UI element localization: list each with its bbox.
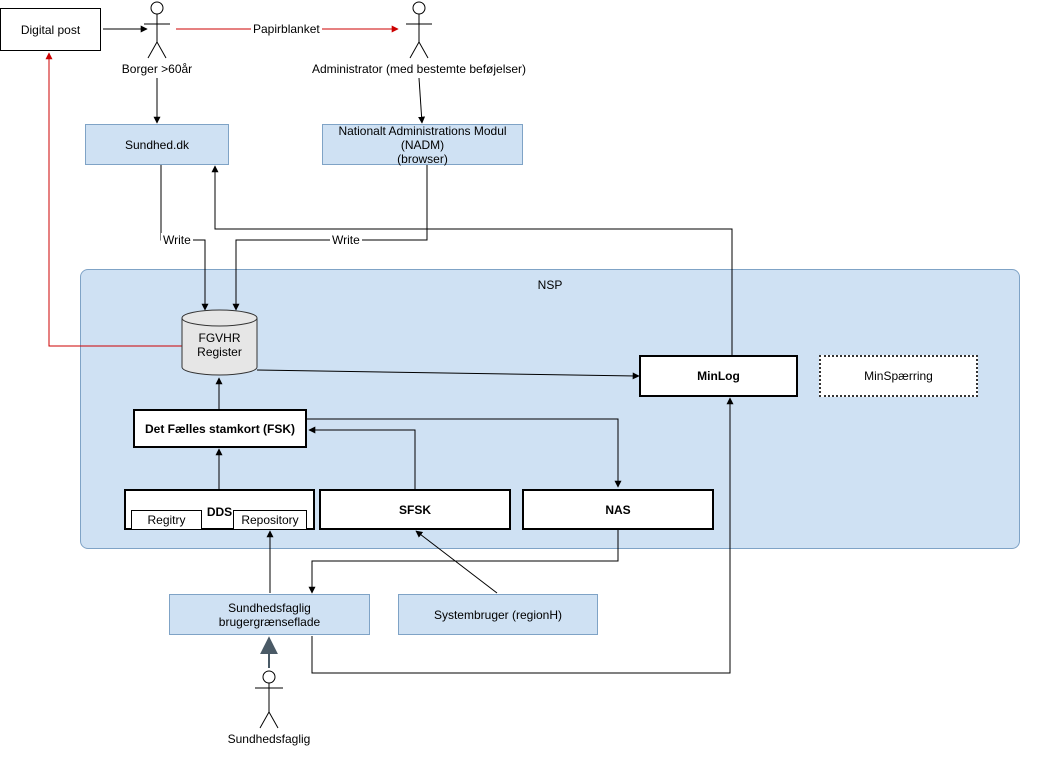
sfsk-box: SFSK [319,489,511,530]
fgvhr-cylinder [181,309,258,376]
sundhedsfaglig-ui-box: Sundhedsfaglig brugergrænseflade [169,594,370,635]
edge-admin-nadm [418,77,426,124]
actor-borger-label: Borger >60år [121,62,193,76]
nadm-box: Nationalt Administrations Modul (NADM) (… [322,124,523,166]
edge-minlog-sundhed [211,165,733,355]
dds-label: DDS [206,505,233,519]
digital-post-box: Digital post [0,8,101,51]
papirblanket-label: Papirblanket [251,22,322,36]
edge-fgvhr-digitalpost [45,52,182,347]
fgvhr-label: FGVHR Register [197,331,242,359]
edge-fgvhr-minlog [256,369,640,380]
edge-sfsk-fsk [308,426,416,489]
write-right-label: Write [330,233,362,247]
sundhed-dk-box: Sundhed.dk [85,124,229,165]
write-left-label: Write [161,233,193,247]
actor-administrator-icon [406,1,432,59]
systembruger-box: Systembruger (regionH) [398,594,598,635]
actor-borger-icon [144,1,170,59]
actor-sundhedsfaglig-label: Sundhedsfaglig [227,732,311,746]
fsk-box: Det Fælles stamkort (FSK) [133,409,307,448]
edge-systembruger-sfsk [415,530,498,594]
minspaerring-box: MinSpærring [819,355,978,397]
repository-box: Repository [233,510,307,530]
edge-nas-ui [308,530,619,594]
actor-sundhedsfaglig-icon [255,670,283,729]
nsp-label: NSP [537,278,563,292]
actor-administrator-label: Administrator (med bestemte beføjelser) [311,62,527,76]
registry-box: Regitry [131,510,202,530]
minlog-box: MinLog [639,355,798,397]
nas-box: NAS [522,489,714,530]
edge-fsk-nas [307,418,622,488]
edge-ui-minlog [311,397,734,674]
